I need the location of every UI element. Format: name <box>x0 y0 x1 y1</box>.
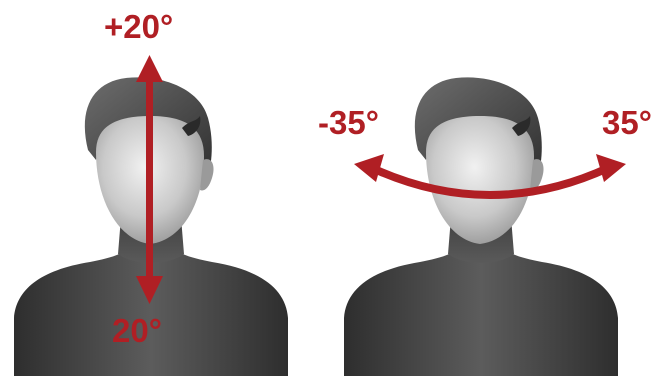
head-bust-icon <box>344 77 618 376</box>
yaw-left-label: -35° <box>318 106 379 139</box>
shoulders <box>344 244 618 376</box>
pitch-down-label: 20° <box>112 314 162 347</box>
pitch-up-label: +20° <box>104 10 173 43</box>
yaw-right-label: 35° <box>602 106 652 139</box>
